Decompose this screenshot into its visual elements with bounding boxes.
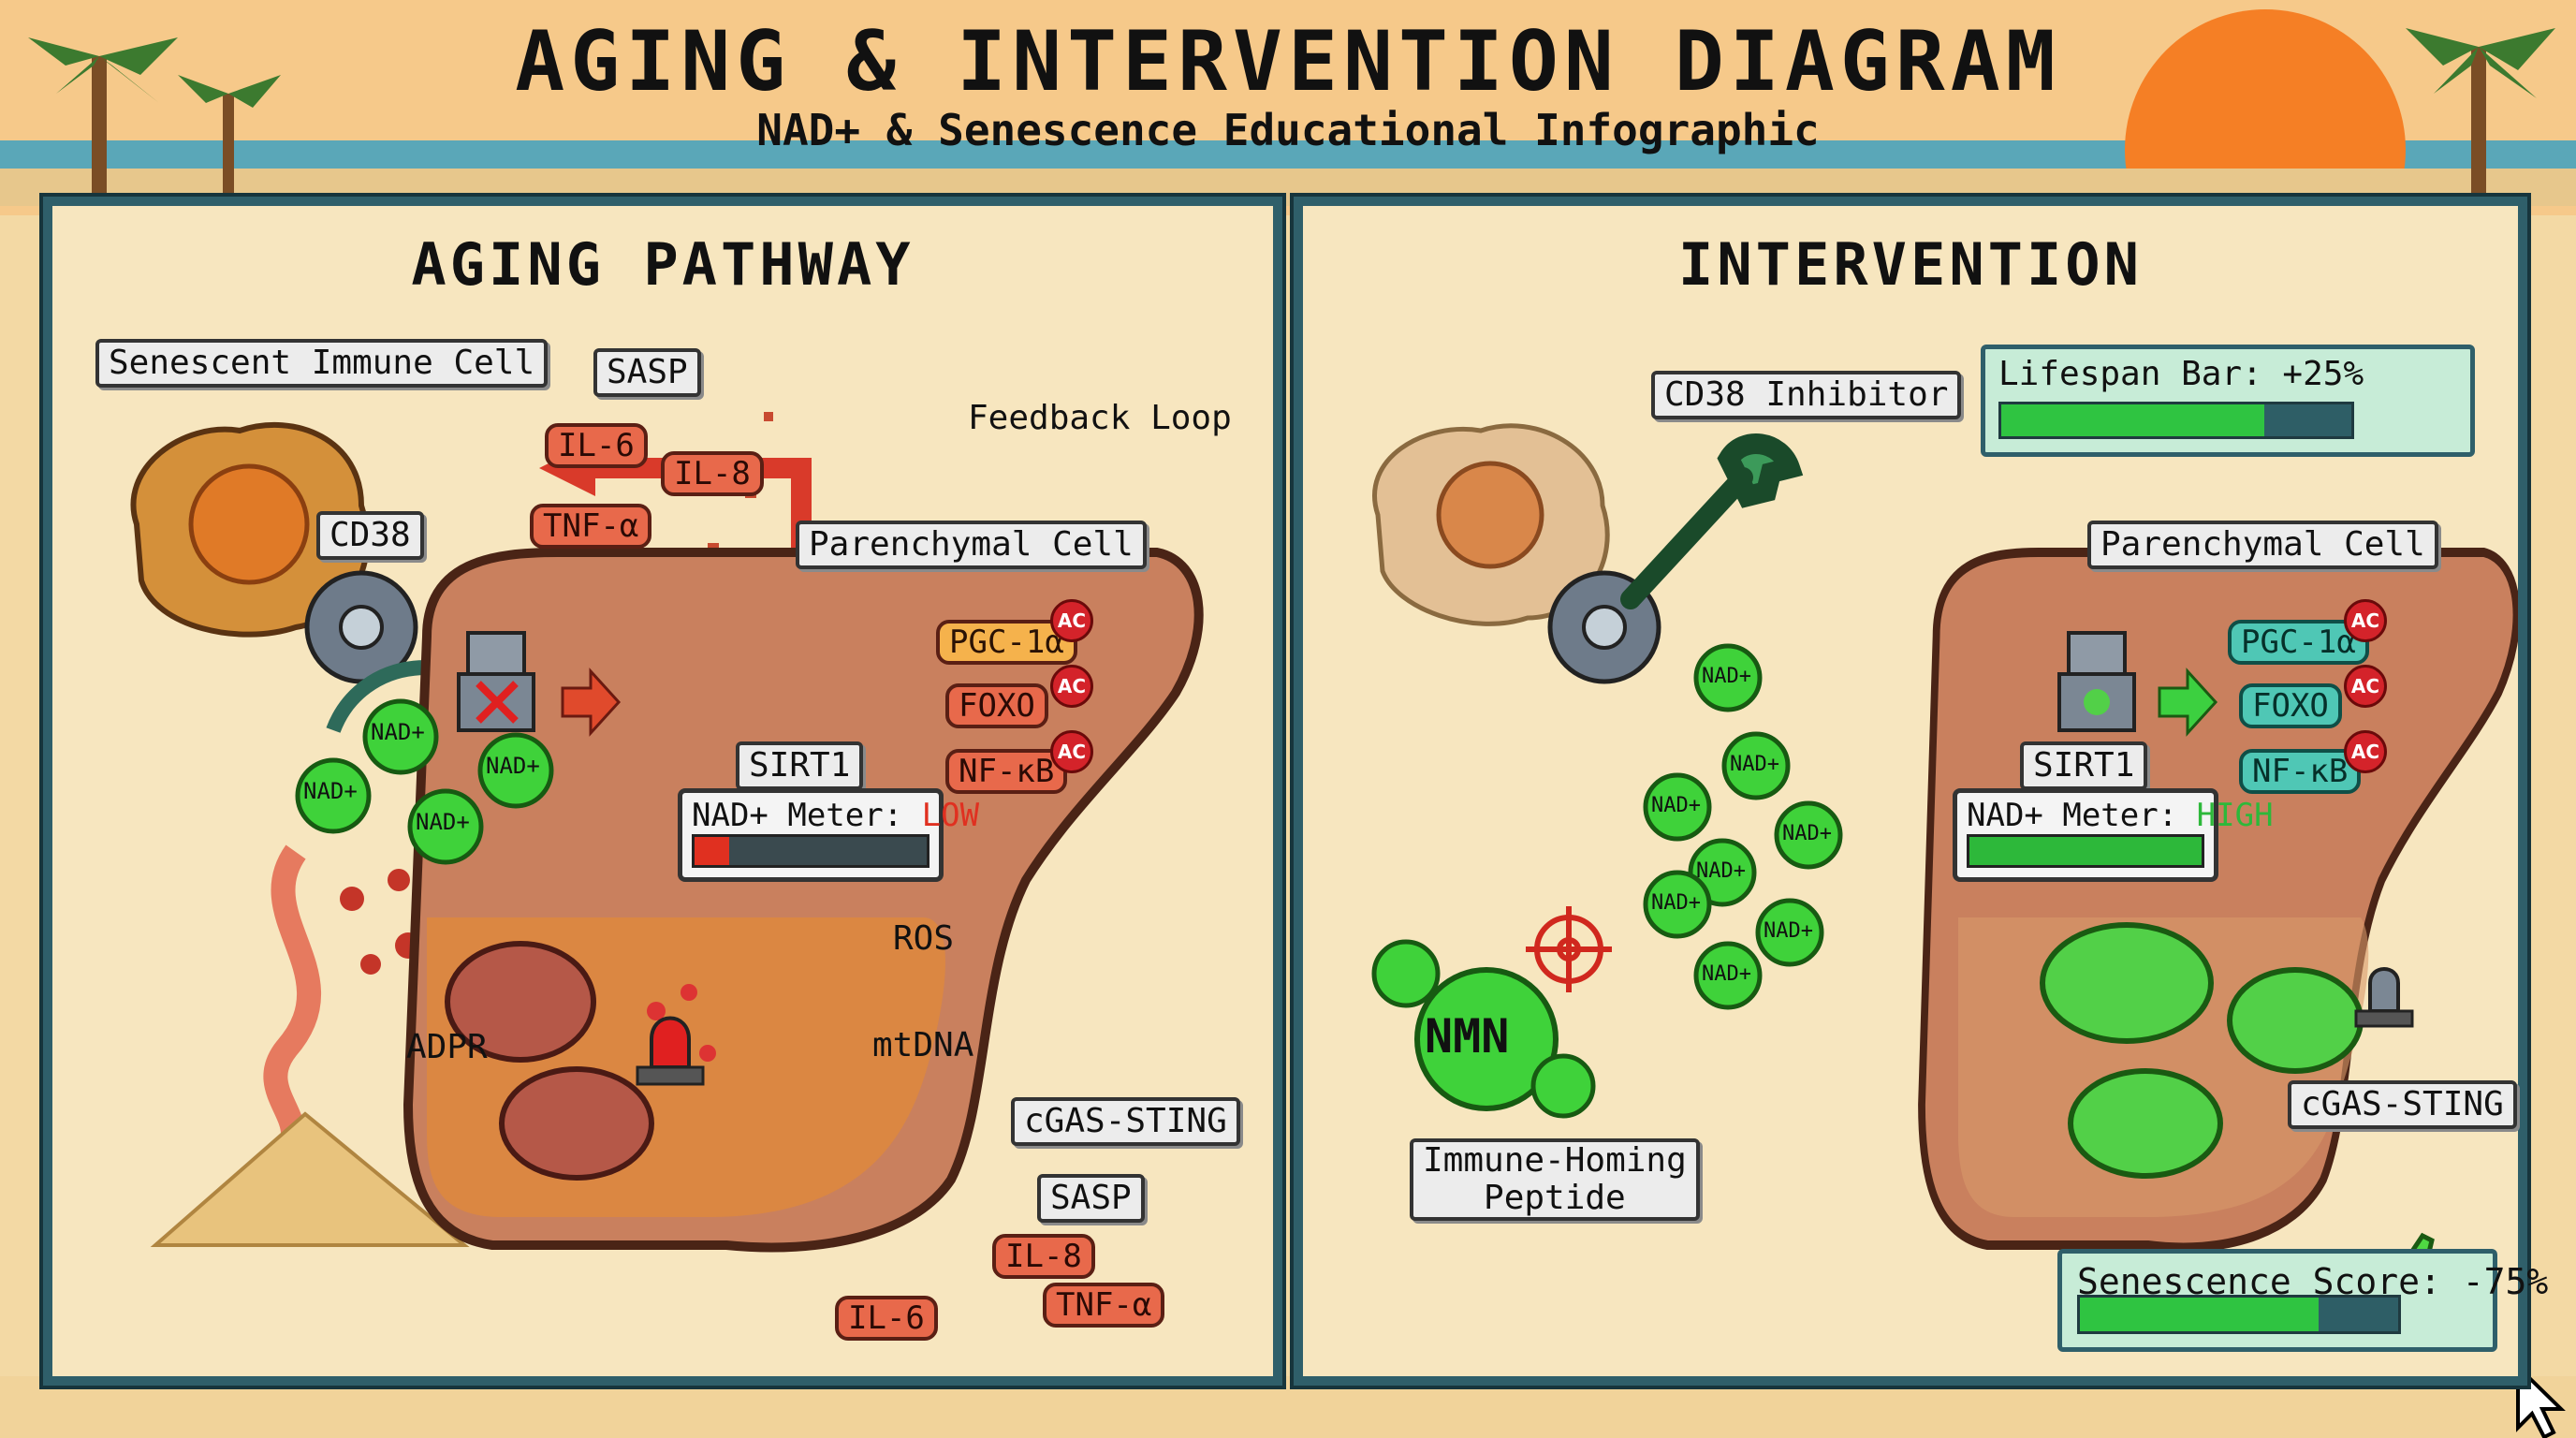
nad-token: NAD+ bbox=[1702, 665, 1751, 688]
senescence-score-fill bbox=[2080, 1298, 2319, 1331]
parenchymal-cell-label: Parenchymal Cell bbox=[2087, 521, 2438, 569]
ac-badge: AC bbox=[2344, 730, 2387, 773]
palm-tree-icon bbox=[28, 28, 2555, 197]
nad-token: NAD+ bbox=[371, 719, 425, 745]
cursor-icon bbox=[2516, 1362, 2566, 1438]
ac-badge: AC bbox=[1050, 730, 1093, 773]
nad-token: NAD+ bbox=[1702, 962, 1751, 986]
nfkb-tag: NF-κB bbox=[945, 749, 1068, 794]
nad-token: NAD+ bbox=[1651, 794, 1701, 817]
sirt1-label: SIRT1 bbox=[2020, 741, 2148, 790]
nad-meter-bar bbox=[1967, 834, 2204, 868]
nad-token: NAD+ bbox=[303, 778, 358, 804]
mitochondrion-damaged-icon bbox=[445, 941, 596, 1063]
il6-tag: IL-6 bbox=[545, 423, 648, 468]
page-title: AGING & INTERVENTION DIAGRAM bbox=[515, 13, 2061, 110]
nad-meter-fill bbox=[695, 837, 730, 865]
page-subtitle: NAD+ & Senescence Educational Infographi… bbox=[756, 105, 1820, 155]
mitochondrion-damaged-icon bbox=[499, 1066, 654, 1181]
nmn-label: NMN bbox=[1425, 1009, 1510, 1064]
nad-meter-label: NAD+ Meter: bbox=[1967, 797, 2178, 834]
feedback-loop-label: Feedback Loop bbox=[968, 399, 1232, 437]
crosshair-icon bbox=[1526, 906, 1612, 992]
sand-pile-icon bbox=[150, 1111, 470, 1247]
arrow-right-icon bbox=[2158, 668, 2218, 737]
cd38-inhibitor-label: CD38 Inhibitor bbox=[1651, 371, 1962, 419]
nad-tokens-left bbox=[295, 698, 554, 865]
aging-panel: AGING PATHWAY bbox=[39, 193, 1286, 1389]
mtdna-label: mtDNA bbox=[872, 1026, 974, 1064]
nad-meter-value: LOW bbox=[921, 797, 980, 834]
ac-badge: AC bbox=[1050, 599, 1093, 642]
sasp-label-2: SASP bbox=[1037, 1174, 1145, 1223]
nad-meter-label: NAD+ Meter: bbox=[692, 797, 903, 834]
nad-meter-fill bbox=[1969, 837, 2202, 865]
mitochondrion-healthy-icon bbox=[2068, 1068, 2223, 1179]
sirt1-label: SIRT1 bbox=[736, 741, 864, 790]
cd38-label: CD38 bbox=[316, 511, 424, 560]
mitochondrion-healthy-icon bbox=[2040, 922, 2214, 1044]
ros-label: ROS bbox=[893, 919, 955, 958]
intervention-illustration bbox=[1371, 370, 2518, 1313]
cgas-sting-label: cGAS-STING bbox=[1011, 1097, 1240, 1146]
ac-badge: AC bbox=[1050, 665, 1093, 708]
nad-token: NAD+ bbox=[1730, 753, 1779, 776]
nad-token: NAD+ bbox=[1696, 859, 1746, 883]
il6-tag-2: IL-6 bbox=[835, 1296, 938, 1341]
il8-tag-2: IL-8 bbox=[992, 1234, 1095, 1279]
siren-icon bbox=[636, 1016, 705, 1086]
sensor-inactive-icon bbox=[2354, 967, 2414, 1028]
gear-icon bbox=[304, 570, 418, 684]
intervention-panel-title: INTERVENTION bbox=[1678, 230, 2143, 299]
ac-badge: AC bbox=[2344, 599, 2387, 642]
adpr-label: ADPR bbox=[406, 1028, 488, 1066]
ac-badge: AC bbox=[2344, 665, 2387, 708]
senescent-immune-cell-label: Senescent Immune Cell bbox=[95, 339, 549, 388]
lifespan-label: Lifespan Bar: +25% bbox=[1998, 355, 2364, 393]
sirt1-robot-icon bbox=[2057, 631, 2136, 732]
nad-meter-bar bbox=[692, 834, 929, 868]
nad-token: NAD+ bbox=[416, 809, 470, 835]
nad-meter: NAD+ Meter: LOW bbox=[678, 788, 979, 882]
nad-token: NAD+ bbox=[1782, 822, 1832, 845]
sirt1-robot-icon bbox=[457, 631, 535, 732]
nad-token: NAD+ bbox=[486, 753, 540, 779]
senescence-score-bar bbox=[2077, 1295, 2401, 1334]
nad-token: NAD+ bbox=[1764, 919, 1813, 943]
nmn-molecule-icon bbox=[1371, 939, 1596, 1119]
immune-homing-peptide-label: Immune-Homing Peptide bbox=[1410, 1138, 1700, 1221]
intervention-panel: INTERVENTION bbox=[1290, 193, 2548, 1389]
lifespan-bar-box: Lifespan Bar: +25% bbox=[1981, 345, 2475, 457]
parenchymal-cell-label: Parenchymal Cell bbox=[796, 521, 1147, 569]
wrench-icon bbox=[1620, 433, 1804, 609]
sasp-label: SASP bbox=[593, 348, 701, 397]
tnf-tag-2: TNF-α bbox=[1043, 1283, 1165, 1328]
foxo-tag: FOXO bbox=[2239, 683, 2342, 728]
nad-meter: NAD+ Meter: HIGH bbox=[1953, 788, 2274, 882]
lifespan-fill bbox=[2001, 404, 2264, 436]
arrow-right-icon bbox=[561, 668, 622, 737]
aging-panel-title: AGING PATHWAY bbox=[411, 230, 915, 299]
nad-meter-value: HIGH bbox=[2196, 797, 2274, 834]
foxo-tag: FOXO bbox=[945, 683, 1048, 728]
nad-token: NAD+ bbox=[1651, 891, 1701, 915]
tnf-tag: TNF-α bbox=[530, 504, 652, 549]
nad-tokens-right bbox=[1643, 643, 1843, 1010]
senescence-score-box: Senescence Score: -75% bbox=[2057, 1249, 2548, 1352]
lifespan-bar bbox=[1998, 402, 2354, 439]
nfkb-tag: NF-κB bbox=[2239, 749, 2362, 794]
cgas-sting-label: cGAS-STING bbox=[2288, 1080, 2517, 1129]
il8-tag: IL-8 bbox=[661, 451, 764, 496]
